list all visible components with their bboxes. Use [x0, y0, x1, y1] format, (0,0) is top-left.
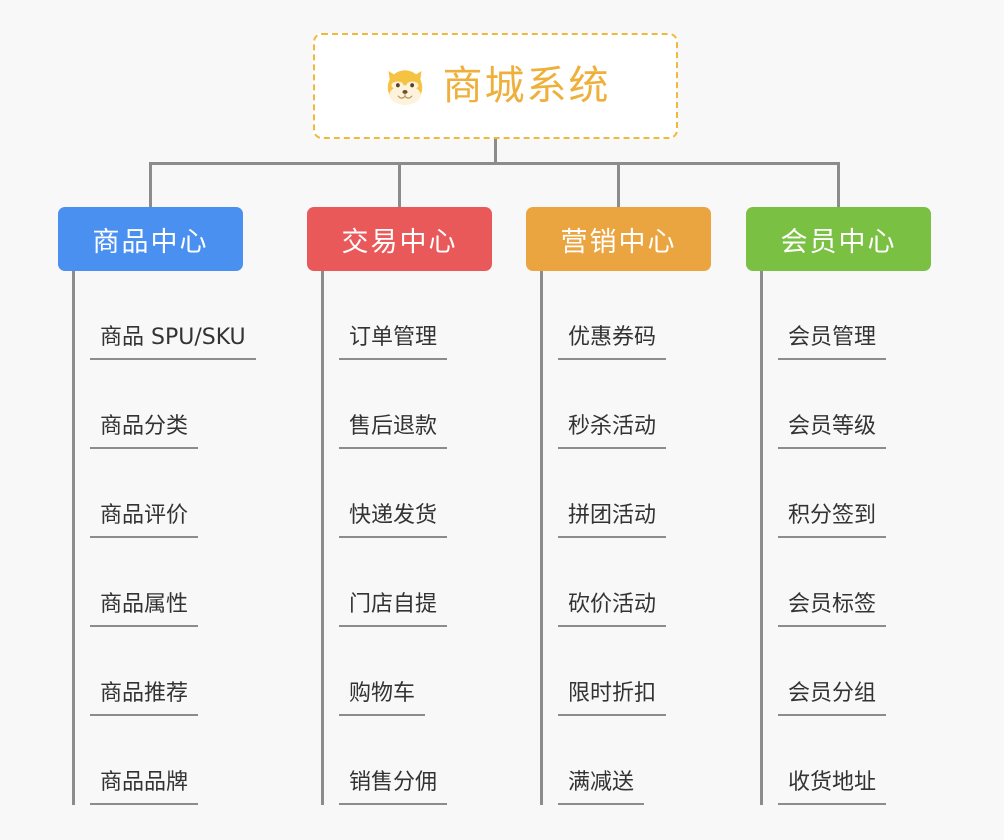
leaf-item[interactable]: 销售分佣 [323, 716, 492, 805]
branch-items-2: 订单管理售后退款快递发货门店自提购物车销售分佣 [307, 271, 492, 805]
leaf-item[interactable]: 拼团活动 [542, 449, 711, 538]
leaf-item[interactable]: 收货地址 [762, 716, 931, 805]
leaf-item-label: 购物车 [339, 683, 426, 716]
leaf-item[interactable]: 砍价活动 [542, 538, 711, 627]
leaf-item-label: 积分签到 [778, 505, 887, 538]
branch-column-3: 营销中心优惠券码秒杀活动拼团活动砍价活动限时折扣满减送 [526, 207, 711, 805]
leaf-item-label: 商品品牌 [90, 772, 199, 805]
leaf-item[interactable]: 会员分组 [762, 627, 931, 716]
leaf-item[interactable]: 商品推荐 [74, 627, 256, 716]
branch-header-2[interactable]: 交易中心 [307, 207, 492, 271]
leaf-item-label: 优惠券码 [558, 327, 667, 360]
leaf-item-label: 销售分佣 [339, 772, 448, 805]
leaf-item-label: 商品推荐 [90, 683, 199, 716]
leaf-item[interactable]: 会员标签 [762, 538, 931, 627]
leaf-item[interactable]: 秒杀活动 [542, 360, 711, 449]
leaf-item-label: 商品分类 [90, 416, 199, 449]
branch-spine-2 [321, 271, 324, 805]
leaf-item[interactable]: 优惠券码 [542, 271, 711, 360]
leaf-item-label: 拼团活动 [558, 505, 667, 538]
leaf-item[interactable]: 门店自提 [323, 538, 492, 627]
branch-column-4: 会员中心会员管理会员等级积分签到会员标签会员分组收货地址 [746, 207, 931, 805]
branch-column-2: 交易中心订单管理售后退款快递发货门店自提购物车销售分佣 [307, 207, 492, 805]
leaf-item-label: 快递发货 [339, 505, 448, 538]
leaf-item-label: 商品 SPU/SKU [90, 327, 256, 360]
leaf-item-label: 会员管理 [778, 327, 887, 360]
leaf-item[interactable]: 会员等级 [762, 360, 931, 449]
branch-spine-3 [540, 271, 543, 805]
leaf-item[interactable]: 商品品牌 [74, 716, 256, 805]
leaf-item[interactable]: 购物车 [323, 627, 492, 716]
branch-header-3[interactable]: 营销中心 [526, 207, 711, 271]
leaf-item[interactable]: 商品属性 [74, 538, 256, 627]
leaf-item-label: 门店自提 [339, 594, 448, 627]
leaf-item-label: 售后退款 [339, 416, 448, 449]
root-node[interactable]: 商城系统 [313, 33, 678, 139]
leaf-item-label: 满减送 [558, 772, 645, 805]
branch-header-1[interactable]: 商品中心 [58, 207, 243, 271]
branch-column-1: 商品中心商品 SPU/SKU 商品分类商品评价商品属性商品推荐商品品牌 [58, 207, 256, 805]
leaf-item-label: 会员分组 [778, 683, 887, 716]
branch-header-4[interactable]: 会员中心 [746, 207, 931, 271]
leaf-item[interactable]: 积分签到 [762, 449, 931, 538]
shiba-dog-face-icon [387, 70, 422, 105]
leaf-item[interactable]: 商品分类 [74, 360, 256, 449]
leaf-item[interactable]: 售后退款 [323, 360, 492, 449]
leaf-item-label: 砍价活动 [558, 594, 667, 627]
branch-spine-4 [760, 271, 763, 805]
leaf-item-label: 收货地址 [778, 772, 887, 805]
leaf-item-label: 商品属性 [90, 594, 199, 627]
leaf-item[interactable]: 满减送 [542, 716, 711, 805]
leaf-item[interactable]: 商品评价 [74, 449, 256, 538]
leaf-item[interactable]: 会员管理 [762, 271, 931, 360]
leaf-item-label: 商品评价 [90, 505, 199, 538]
root-title: 商城系统 [442, 63, 611, 109]
branch-spine-1 [72, 271, 75, 805]
branch-items-1: 商品 SPU/SKU 商品分类商品评价商品属性商品推荐商品品牌 [58, 271, 256, 805]
leaf-item[interactable]: 限时折扣 [542, 627, 711, 716]
leaf-item[interactable]: 商品 SPU/SKU [74, 271, 256, 360]
leaf-item-label: 会员等级 [778, 416, 887, 449]
leaf-item[interactable]: 订单管理 [323, 271, 492, 360]
branch-items-3: 优惠券码秒杀活动拼团活动砍价活动限时折扣满减送 [526, 271, 711, 805]
leaf-item-label: 订单管理 [339, 327, 448, 360]
branch-items-4: 会员管理会员等级积分签到会员标签会员分组收货地址 [746, 271, 931, 805]
leaf-item-label: 秒杀活动 [558, 416, 667, 449]
leaf-item[interactable]: 快递发货 [323, 449, 492, 538]
leaf-item-label: 限时折扣 [558, 683, 667, 716]
leaf-item-label: 会员标签 [778, 594, 887, 627]
